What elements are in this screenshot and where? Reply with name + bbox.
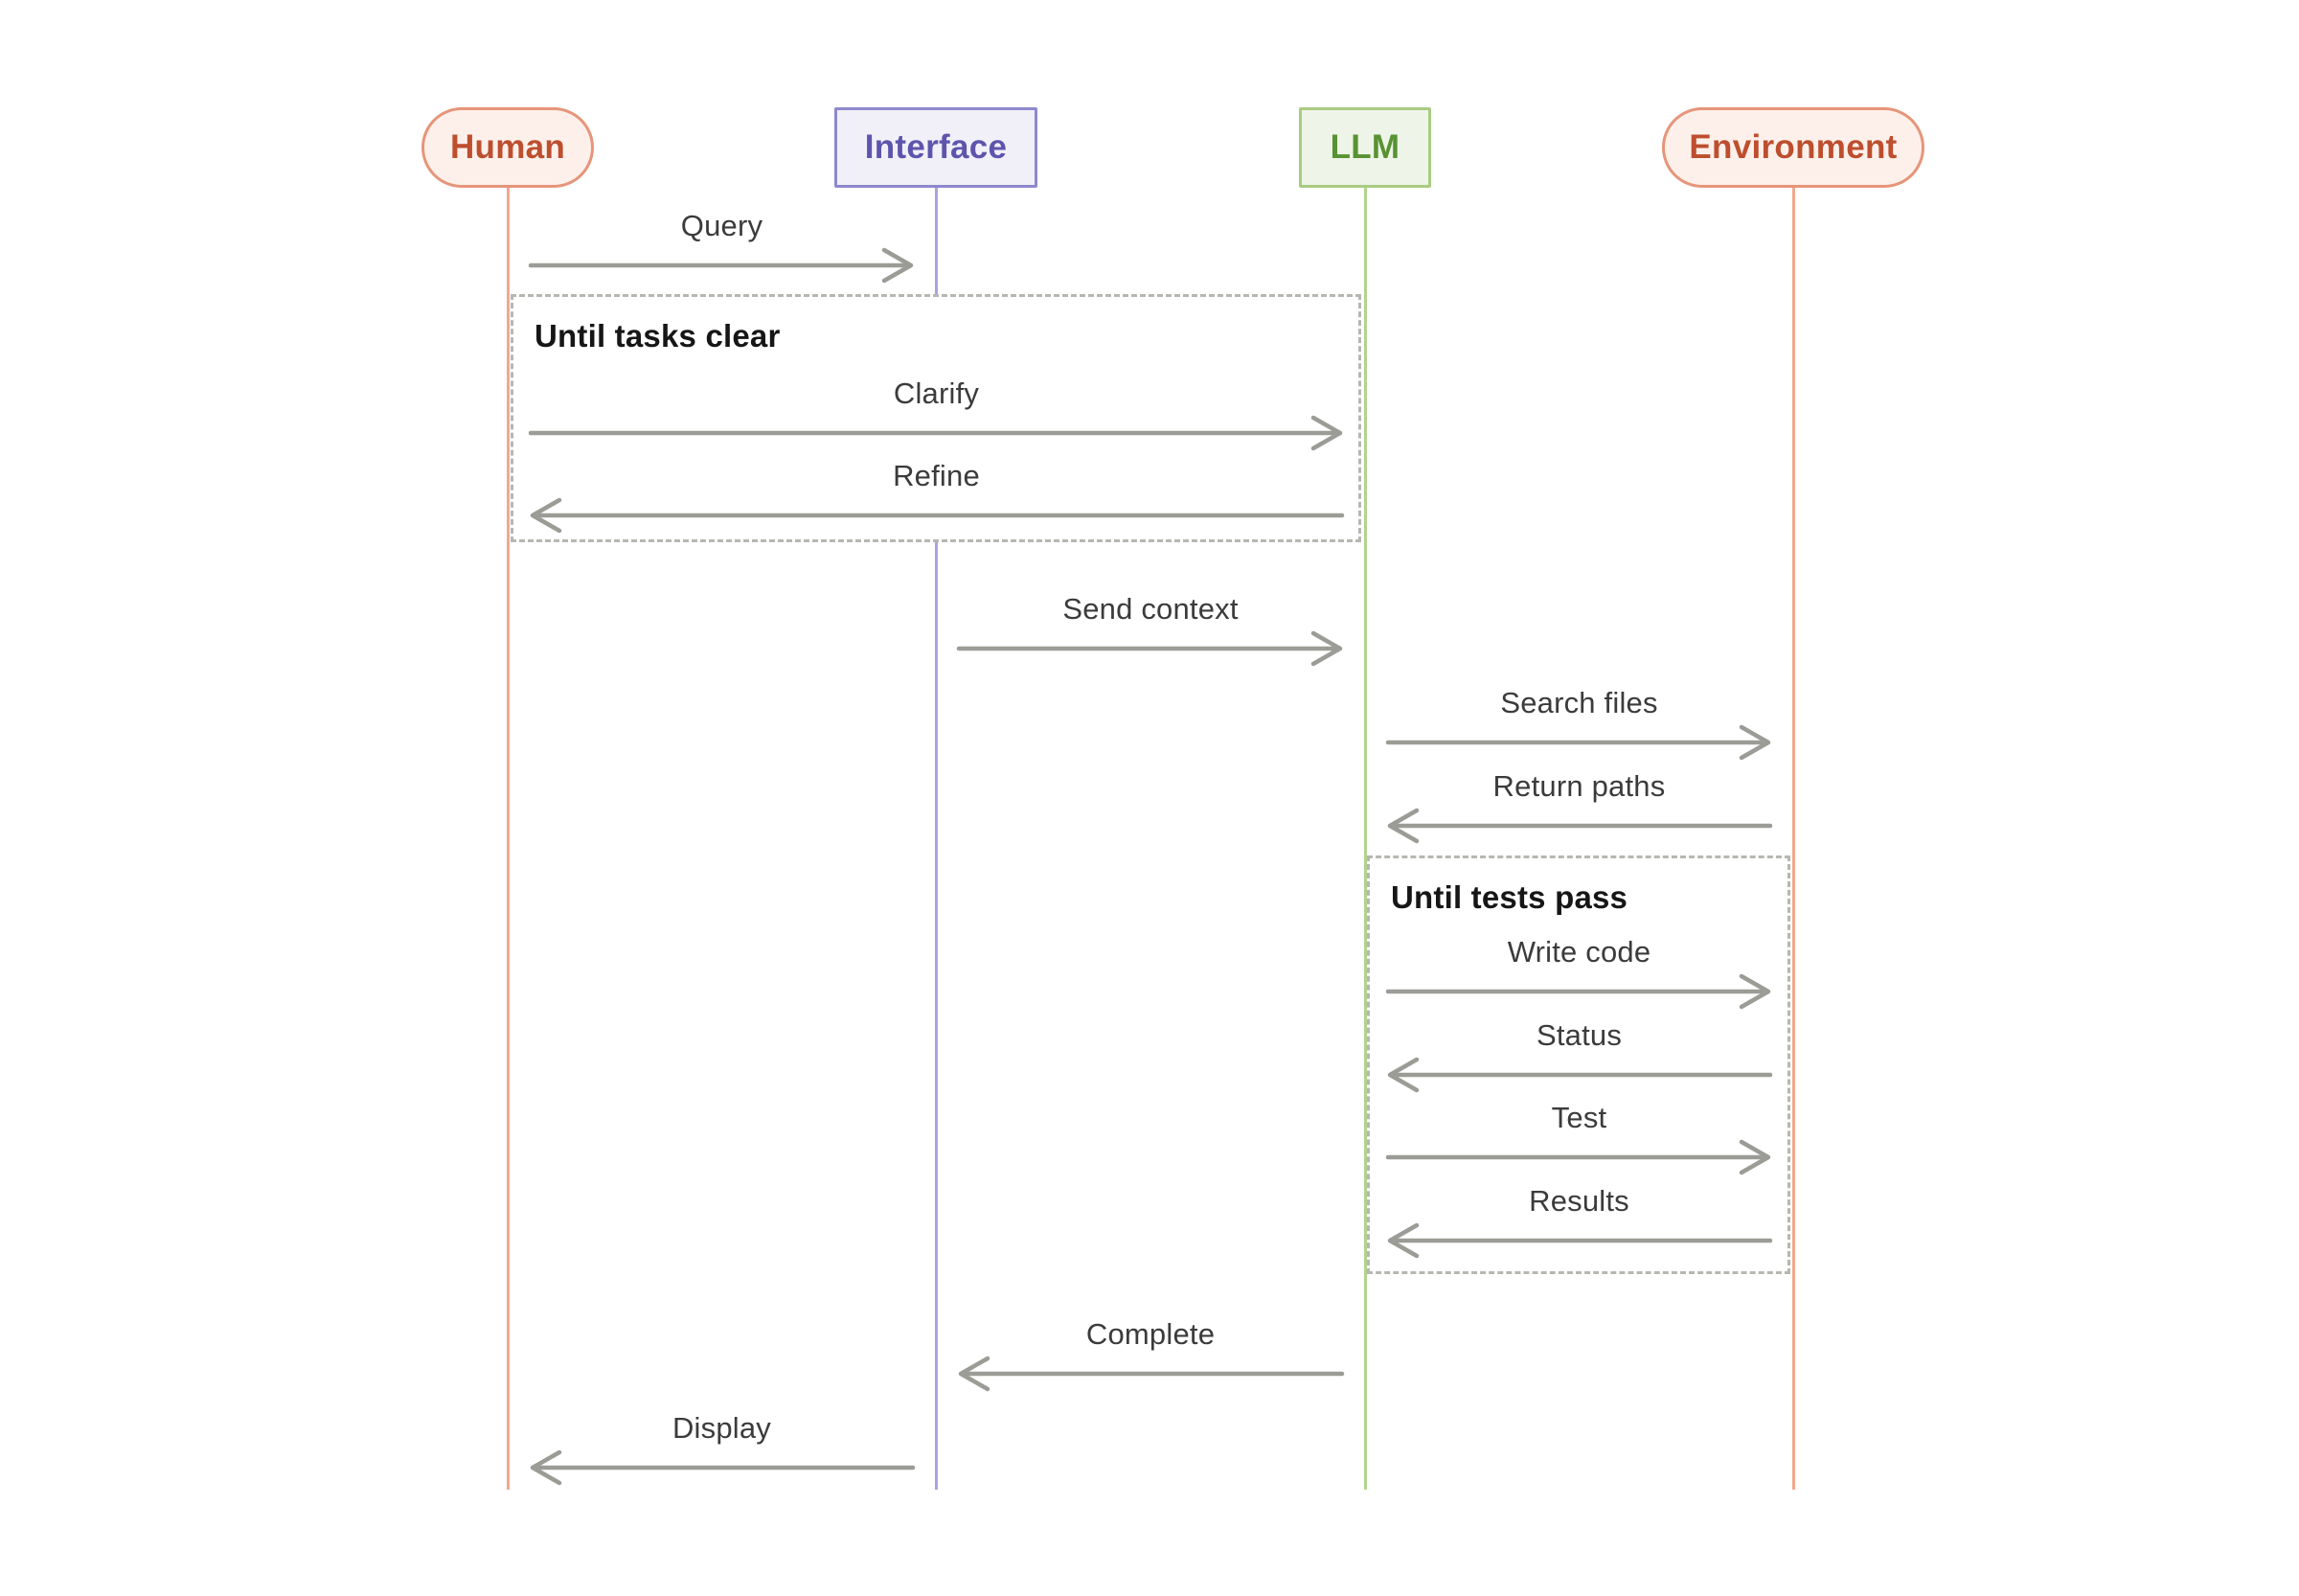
message-arrow xyxy=(530,497,1345,534)
message-arrow xyxy=(528,415,1343,451)
participant-label: Human xyxy=(449,128,566,166)
participant-label: LLM xyxy=(1330,128,1400,166)
message-label: Status xyxy=(1536,1018,1623,1052)
lifeline-environment xyxy=(1791,188,1795,1490)
message-arrow xyxy=(958,1356,1345,1392)
message-label: Clarify xyxy=(893,376,980,410)
message-label: Display xyxy=(671,1411,772,1445)
message-label: Send context xyxy=(1062,592,1239,626)
message-arrow xyxy=(1385,973,1771,1010)
message-label: Write code xyxy=(1507,935,1651,969)
message-label: Results xyxy=(1529,1184,1629,1218)
message-arrow xyxy=(1385,1139,1771,1175)
participant-label: Environment xyxy=(1689,128,1898,166)
message-label: Complete xyxy=(1085,1317,1216,1351)
loop-frame-1: Until tasks clear xyxy=(511,294,1361,542)
message-arrow xyxy=(1387,1222,1773,1259)
lifeline-human xyxy=(506,188,510,1490)
participant-llm: LLM xyxy=(1299,107,1431,188)
participant-environment: Environment xyxy=(1662,107,1924,188)
participant-interface: Interface xyxy=(834,107,1037,188)
participant-label: Interface xyxy=(864,128,1008,166)
message-arrow xyxy=(1387,808,1773,844)
message-label: Query xyxy=(680,209,763,242)
message-arrow xyxy=(530,1449,916,1486)
lifeline-interface xyxy=(934,188,938,1490)
participant-human: Human xyxy=(421,107,594,188)
loop-label: Until tasks clear xyxy=(535,318,781,353)
message-arrow xyxy=(528,247,914,284)
message-arrow xyxy=(1385,724,1771,761)
message-label: Search files xyxy=(1500,686,1658,719)
message-label: Return paths xyxy=(1492,769,1666,803)
message-label: Test xyxy=(1551,1101,1607,1134)
loop-label: Until tests pass xyxy=(1391,879,1628,915)
loop-frame-2: Until tests pass xyxy=(1367,855,1790,1274)
message-arrow xyxy=(1387,1057,1773,1093)
message-label: Refine xyxy=(893,459,980,492)
message-arrow xyxy=(956,630,1343,667)
lifeline-llm xyxy=(1363,188,1367,1490)
